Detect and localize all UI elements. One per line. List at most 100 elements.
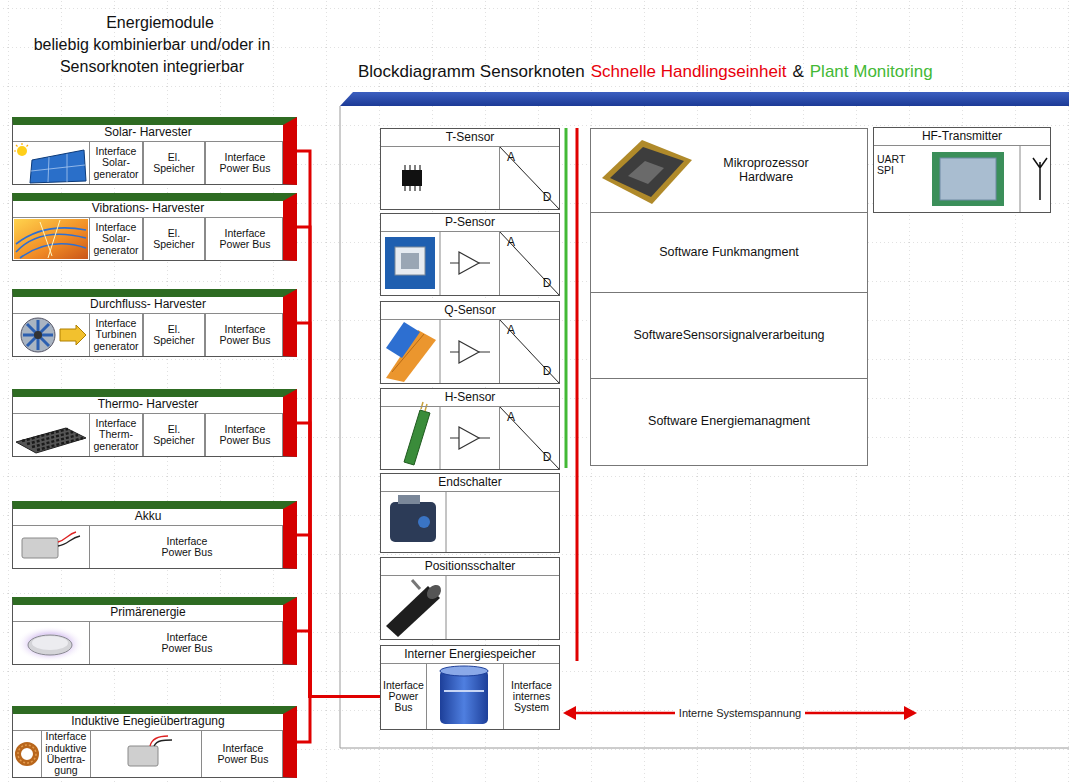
sensor-title: Interner Energiespeicher bbox=[381, 646, 559, 664]
sensor-box: Interner EnergiespeicherInterface Power … bbox=[380, 645, 560, 730]
module-title: Akku bbox=[13, 509, 283, 526]
antenna-symbol bbox=[1033, 158, 1047, 200]
interface-text: Interface induktive Übertra- gung bbox=[43, 731, 89, 777]
ad-input: A bbox=[504, 150, 518, 166]
energy-module: PrimärenergieInterface Power Bus bbox=[12, 597, 297, 665]
interface-text: Interface Power Bus bbox=[382, 664, 425, 729]
panel-frame bbox=[340, 106, 1069, 748]
title-text: & bbox=[792, 62, 803, 82]
interface-cell: El. Speicher bbox=[143, 314, 205, 356]
module-title: Solar- Harvester bbox=[13, 125, 283, 142]
interface-cell: Interface induktive Übertra- gung bbox=[41, 731, 91, 777]
interface-cell: Interface Power Bus bbox=[205, 414, 283, 456]
interface-cell: El. Speicher bbox=[143, 414, 205, 456]
power-bus-line bbox=[297, 535, 381, 697]
interface-cell: Interface internes System bbox=[503, 664, 559, 729]
power-bus-line bbox=[297, 151, 381, 697]
module-title: Vibrations- Harvester bbox=[13, 201, 283, 218]
interface-cell: Interface Solar- generator bbox=[89, 218, 143, 260]
turbine-picture bbox=[21, 318, 86, 352]
title-row: Blockdiagramm SensorknotenSchnelle Handl… bbox=[358, 62, 933, 82]
sensor-box: Endschalter bbox=[380, 473, 560, 553]
interface-text: Interface Turbinen generator bbox=[92, 314, 140, 356]
ad-converter: AD bbox=[499, 232, 559, 295]
battery-picture bbox=[22, 532, 80, 558]
interface-text: Interface Power Bus bbox=[216, 218, 274, 260]
radio-module-picture bbox=[932, 152, 1004, 206]
sensor-title: P-Sensor bbox=[381, 214, 559, 232]
interface-cell: Interface Power Bus bbox=[201, 731, 283, 777]
temperature-chip-picture bbox=[402, 165, 422, 191]
interface-cell: Interface Power Bus bbox=[89, 622, 283, 664]
interface-text: Interface Power Bus bbox=[216, 142, 274, 184]
interface-cell: Interface Power Bus bbox=[381, 664, 427, 729]
energy-module: Thermo- HarvesterInterface Therm- genera… bbox=[12, 389, 297, 457]
module-heading: Energiemodule bbox=[40, 12, 280, 34]
sensor-box: Positionsschalter bbox=[380, 557, 560, 640]
module-title: Durchfluss- Harvester bbox=[13, 297, 283, 314]
coin-cell-picture bbox=[16, 626, 84, 662]
module-title: Induktive Enegieübertragung bbox=[13, 714, 283, 731]
vibration-picture bbox=[14, 219, 88, 259]
energy-module: Solar- HarvesterInterface Solar- generat… bbox=[12, 117, 297, 185]
power-bus-line bbox=[297, 323, 381, 697]
sensor-title: Endschalter bbox=[381, 474, 559, 492]
transmitter-box: HF-TransmitterUART SPI bbox=[873, 127, 1051, 213]
power-bus-line bbox=[297, 227, 381, 697]
battery-picture bbox=[128, 736, 172, 766]
position-switch-picture bbox=[386, 580, 444, 637]
block-text: Mikroprozessor Hardware bbox=[706, 129, 826, 212]
interface-text: Interface Power Bus bbox=[157, 622, 217, 664]
interface-text: Interface Solar- generator bbox=[92, 218, 140, 260]
energy-module: Induktive EnegieübertragungInterface ind… bbox=[12, 706, 297, 778]
energy-module: Vibrations- HarvesterInterface Solar- ge… bbox=[12, 193, 297, 261]
ad-output: D bbox=[540, 276, 554, 292]
capacitor-picture bbox=[440, 666, 488, 724]
sensor-title: H-Sensor bbox=[381, 389, 559, 407]
thermo-generator-picture bbox=[16, 428, 86, 453]
interface-text: Interface Solar- generator bbox=[92, 142, 140, 184]
solar-panel-picture bbox=[14, 143, 86, 183]
ad-converter: AD bbox=[499, 407, 559, 469]
power-bus-line bbox=[297, 697, 381, 743]
interface-text: Interface Power Bus bbox=[214, 731, 272, 777]
humidity-sensor-picture bbox=[404, 402, 430, 465]
ad-converter: AD bbox=[499, 320, 559, 383]
block-text: Software Funkmangment bbox=[591, 213, 867, 292]
title-text-green: Plant Monitoring bbox=[810, 62, 933, 82]
block-text: Software Energiemanagment bbox=[591, 379, 867, 465]
power-bus-line bbox=[297, 631, 381, 697]
sensor-bus-red bbox=[576, 128, 579, 661]
interface-text: El. Speicher bbox=[151, 314, 197, 356]
ad-output: D bbox=[540, 190, 554, 206]
ad-input: A bbox=[504, 323, 518, 339]
pressure-sensor-picture bbox=[385, 237, 435, 289]
transmitter-title: HF-Transmitter bbox=[874, 128, 1050, 146]
processor-chip-picture bbox=[602, 140, 692, 204]
ad-converter: AD bbox=[499, 147, 559, 209]
interface-text: Interface Power Bus bbox=[216, 414, 274, 456]
interface-cell: Interface Power Bus bbox=[89, 526, 283, 568]
sensor-title: Q-Sensor bbox=[381, 302, 559, 320]
voltage-label: Interne Systemspannung bbox=[675, 706, 805, 720]
interface-cell: El. Speicher bbox=[143, 218, 205, 260]
interface-text: Interface internes System bbox=[506, 664, 557, 729]
software-block: Software Funkmangment bbox=[590, 212, 868, 293]
interface-text: Interface Power Bus bbox=[216, 314, 274, 356]
software-block: SoftwareSensorsignalverarbeitung bbox=[590, 292, 868, 379]
module-title: Primärenergie bbox=[13, 605, 283, 622]
coil-picture bbox=[18, 745, 36, 763]
module-subheading: beliebig kombinierbar und/oder in Sensor… bbox=[2, 34, 302, 78]
interface-cell: Interface Power Bus bbox=[205, 142, 283, 184]
interface-text: Interface Therm- generator bbox=[92, 414, 140, 456]
energy-module: Durchfluss- HarvesterInterface Turbinen … bbox=[12, 289, 297, 357]
software-block: Software Energiemanagment bbox=[590, 378, 868, 466]
interface-cell: Interface Turbinen generator bbox=[89, 314, 143, 356]
interface-text: El. Speicher bbox=[151, 218, 197, 260]
title-text: Blockdiagramm Sensorknoten bbox=[358, 62, 585, 82]
ad-output: D bbox=[540, 450, 554, 466]
interface-label: UART SPI bbox=[877, 154, 911, 184]
